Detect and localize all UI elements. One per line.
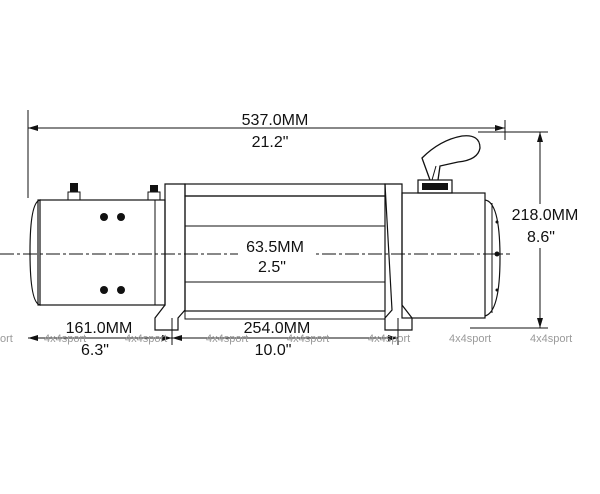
clutch-lever	[417, 135, 481, 194]
gearbox-housing	[401, 192, 501, 319]
arrow-up-icon	[537, 132, 543, 142]
terminal-post-left	[67, 183, 81, 201]
motor-bolt	[117, 213, 125, 221]
motor-length-dimension: 161.0MM 6.3"	[66, 320, 133, 359]
watermark-text: 4x4sport	[287, 333, 329, 345]
arrow-left-icon	[28, 125, 38, 131]
motor-bolt	[100, 213, 108, 221]
arrow-down-icon	[537, 318, 543, 328]
watermark-text: 4x4sport	[125, 333, 167, 345]
watermark-text: 4x4sport	[449, 333, 491, 345]
height-mm: 218.0MM	[512, 207, 579, 224]
overall-length-mm: 537.0MM	[242, 112, 309, 129]
height-dimension: 218.0MM 8.6"	[470, 131, 585, 329]
drum-diameter-in: 2.5"	[258, 259, 286, 276]
watermark-text: 4x4sport	[530, 333, 572, 345]
left-end-housing	[154, 183, 186, 331]
terminal-post-right	[147, 185, 161, 201]
motor-length-mm: 161.0MM	[66, 320, 133, 337]
motor-length-in: 6.3"	[81, 342, 109, 359]
right-end-housing	[384, 183, 413, 331]
watermark-text: ort	[0, 333, 13, 345]
mount-spacing-mm: 254.0MM	[244, 320, 311, 337]
motor-body	[29, 183, 166, 306]
watermark-row: ort 4x4sport 4x4sport 4x4sport 4x4sport …	[0, 333, 572, 345]
bottom-dimension-line	[28, 330, 399, 345]
motor-bolt	[117, 286, 125, 294]
drum-diameter-mm: 63.5MM	[246, 239, 304, 256]
drum-diameter-dimension: 63.5MM 2.5"	[238, 236, 314, 276]
overall-length-dimension: 537.0MM 21.2"	[27, 110, 506, 198]
motor-bolt	[100, 286, 108, 294]
overall-length-in: 21.2"	[252, 134, 289, 151]
watermark-text: 4x4sport	[368, 333, 410, 345]
arrow-right-icon	[495, 125, 505, 131]
mount-spacing-in: 10.0"	[255, 342, 292, 359]
mount-spacing-dimension: 254.0MM 10.0"	[244, 320, 311, 359]
watermark-text: 4x4sport	[44, 333, 86, 345]
height-in: 8.6"	[527, 229, 555, 246]
watermark-text: 4x4sport	[206, 333, 248, 345]
